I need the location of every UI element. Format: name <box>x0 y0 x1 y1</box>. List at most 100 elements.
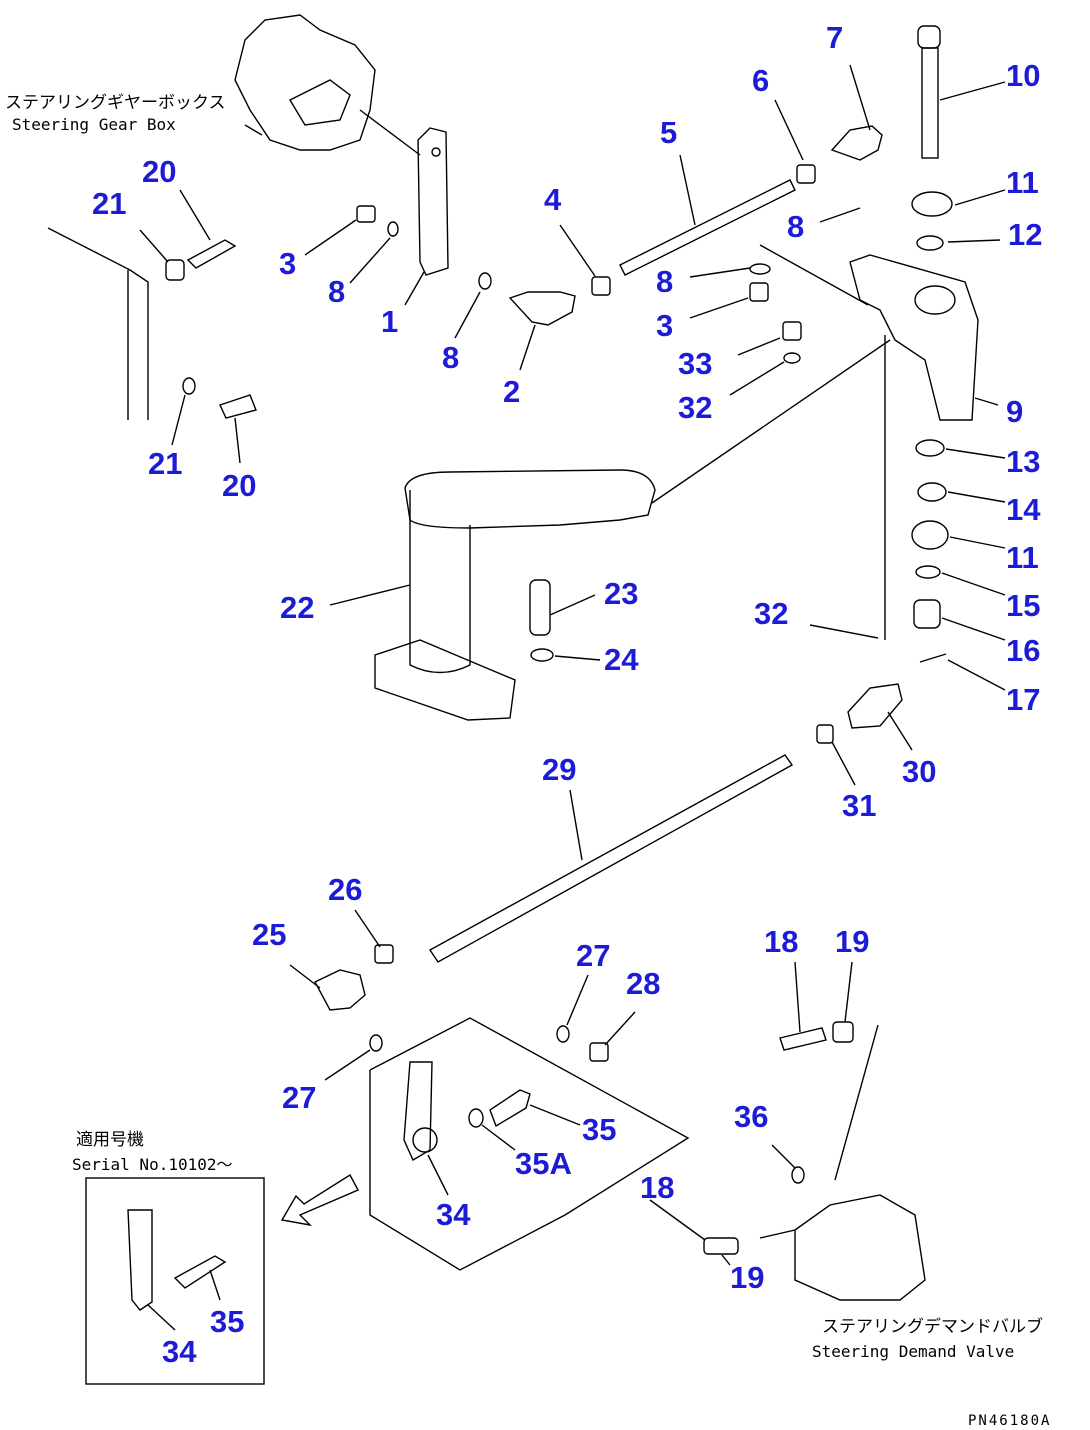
leader-22 <box>329 584 411 606</box>
part-35A-washer <box>468 1108 484 1128</box>
leader-15 <box>941 572 1006 596</box>
leader-8c <box>454 291 481 339</box>
leader-33 <box>737 337 781 356</box>
leader-16 <box>941 617 1006 641</box>
part-27-washer <box>369 1034 383 1052</box>
leader-19b <box>721 1254 731 1266</box>
leader-32a <box>729 361 785 396</box>
leader-34-inset <box>147 1304 176 1331</box>
leader-12 <box>947 239 1001 243</box>
part-4-nut <box>591 276 611 296</box>
leader-20a <box>179 189 211 241</box>
callout-6: 6 <box>752 63 769 98</box>
callout-21: 21 <box>92 186 126 221</box>
leader-3b <box>689 297 749 319</box>
drawing-lines <box>47 14 1006 1385</box>
part-35-bolt <box>489 1089 531 1128</box>
callout-16: 16 <box>1006 633 1040 668</box>
callout-8-c: 8 <box>328 274 345 309</box>
leader-29 <box>569 789 583 861</box>
part-10-bolt-head <box>917 25 941 49</box>
leader-17 <box>947 659 1006 691</box>
leader-28 <box>604 1011 636 1046</box>
part-8-washer-b <box>478 272 492 290</box>
callout-36: 36 <box>734 1099 768 1134</box>
part-28-nut <box>589 1042 609 1062</box>
callout-5: 5 <box>660 115 677 150</box>
callout-20: 20 <box>142 154 176 189</box>
leader-21b <box>171 394 186 446</box>
leader-13 <box>945 448 1006 459</box>
leader-to-valve <box>834 1024 879 1181</box>
callout-15: 15 <box>1006 588 1040 623</box>
leader-20b <box>234 417 241 464</box>
callout-35A: 35A <box>515 1146 572 1181</box>
part-9-bracket <box>849 254 979 421</box>
leader-gear-box <box>244 124 263 136</box>
callout-3-b: 3 <box>656 308 673 343</box>
leader-35A <box>481 1124 516 1151</box>
part-22-lever-top <box>404 469 656 529</box>
part-23-bolt <box>529 579 551 636</box>
part-3-nut-b <box>749 282 769 302</box>
part-16-nut <box>913 599 941 629</box>
callout-19-a: 19 <box>835 924 869 959</box>
part-5-rod <box>619 179 796 276</box>
leader-24 <box>554 655 601 661</box>
part-34-lever <box>403 1061 433 1161</box>
callout-34-inset: 34 <box>162 1334 197 1369</box>
callout-18-a: 18 <box>764 924 798 959</box>
leader-5 <box>679 154 696 226</box>
part-18-bolt-b <box>703 1237 739 1255</box>
callout-23: 23 <box>604 576 638 611</box>
callout-20-b: 20 <box>222 468 256 503</box>
leader-6 <box>774 99 804 161</box>
inset-bolt <box>173 1255 227 1289</box>
callout-25: 25 <box>252 917 286 952</box>
demand-valve-label-jp: ステアリングデマンドバルブ <box>822 1316 1043 1337</box>
part-8-washer <box>387 221 399 237</box>
part-20-bolt-b <box>219 394 257 419</box>
inset-arrow <box>280 1174 359 1227</box>
callout-32-a: 32 <box>678 390 712 425</box>
callout-35: 35 <box>582 1112 616 1147</box>
leader-25 <box>289 964 321 989</box>
callout-11: 11 <box>1006 165 1039 200</box>
part-27-washer-b <box>556 1025 570 1043</box>
leader-4 <box>559 224 596 277</box>
bracket-bore <box>914 285 956 315</box>
mount-plate <box>369 1017 690 1271</box>
leader-30 <box>887 711 913 751</box>
callout-19-b: 19 <box>730 1260 764 1295</box>
left-frame <box>47 227 149 420</box>
part-13-washer <box>915 439 945 457</box>
callout-12: 12 <box>1008 217 1042 252</box>
callout-11-b: 11 <box>1006 540 1039 575</box>
callout-31: 31 <box>842 788 876 823</box>
leader-18a <box>794 961 801 1033</box>
callout-21-b: 21 <box>148 446 182 481</box>
leader-26 <box>354 909 381 948</box>
callout-33: 33 <box>678 346 712 381</box>
part-11-bush-b <box>911 520 949 550</box>
part-22-column <box>409 490 471 674</box>
arm-hole <box>431 147 441 157</box>
serial-label-jp: 適用号機 <box>76 1130 144 1150</box>
leader-27a <box>566 974 589 1026</box>
callout-30: 30 <box>902 754 936 789</box>
callout-8-a: 8 <box>787 209 804 244</box>
part-33-nut <box>782 321 802 341</box>
leader-14 <box>947 491 1006 503</box>
inset-box <box>85 1177 265 1385</box>
callout-3-a: 3 <box>279 246 296 281</box>
callout-28: 28 <box>626 966 660 1001</box>
callout-9: 9 <box>1006 394 1023 429</box>
callout-17: 17 <box>1006 682 1040 717</box>
leader-21a <box>139 229 169 263</box>
callout-8-d: 8 <box>442 340 459 375</box>
part-19-nut <box>832 1021 854 1043</box>
leader-9 <box>974 397 999 406</box>
callout-27-b: 27 <box>282 1080 316 1115</box>
callout-29: 29 <box>542 752 576 787</box>
